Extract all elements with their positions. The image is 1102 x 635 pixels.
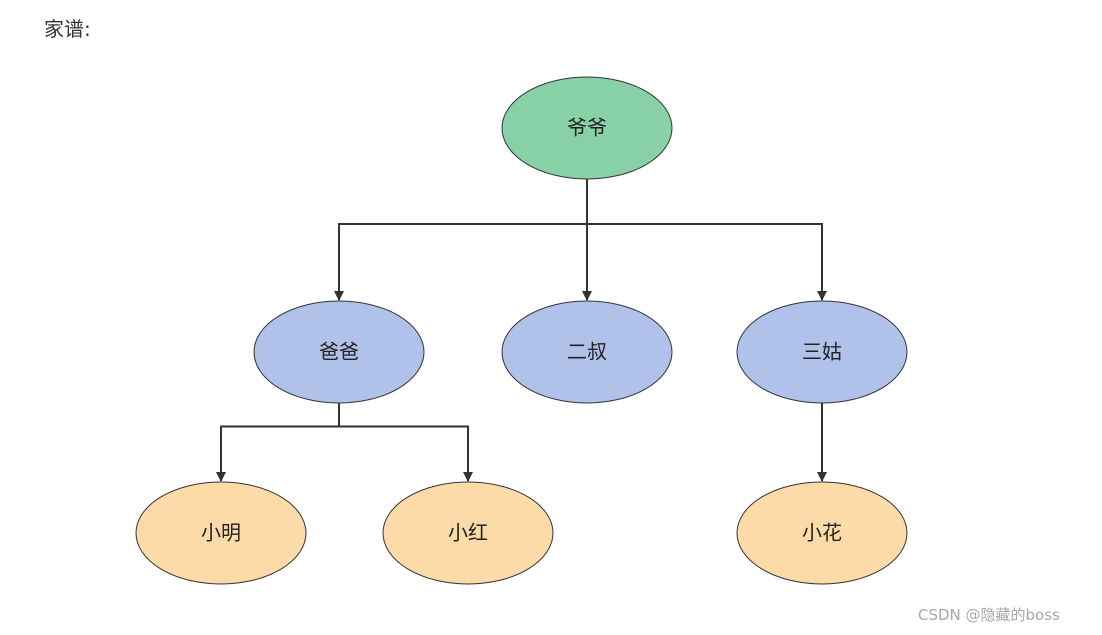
node-second-uncle: 二叔	[501, 300, 673, 404]
node-xiaohong-label: 小红	[448, 521, 488, 545]
node-second-uncle-label: 二叔	[567, 340, 607, 364]
node-third-aunt: 三姑	[736, 300, 908, 404]
connector-father-to-xiaohong	[338, 403, 473, 482]
node-father-label: 爸爸	[319, 340, 359, 364]
connector-grandfather-to-father	[334, 179, 588, 301]
connector-grandfather-to-third-aunt	[586, 179, 827, 301]
node-grandfather: 爷爷	[501, 76, 673, 180]
node-father-ellipse	[253, 300, 425, 404]
csdn-watermark: CSDN @隐藏的boss	[918, 606, 1060, 624]
node-xiaoming: 小明	[135, 481, 307, 585]
node-second-uncle-ellipse	[501, 300, 673, 404]
node-xiaohua-label: 小花	[802, 521, 842, 545]
page-heading: 家谱:	[44, 17, 91, 41]
node-xiaoming-ellipse	[135, 481, 307, 585]
node-third-aunt-label: 三姑	[802, 340, 842, 364]
node-father: 爸爸	[253, 300, 425, 404]
node-third-aunt-ellipse	[736, 300, 908, 404]
node-xiaohong-ellipse	[382, 481, 554, 585]
node-xiaohong: 小红	[382, 481, 554, 585]
node-xiaoming-label: 小明	[201, 521, 241, 545]
connectors-layer	[216, 179, 827, 482]
node-grandfather-ellipse	[501, 76, 673, 180]
node-xiaohua: 小花	[736, 481, 908, 585]
node-grandfather-label: 爷爷	[567, 116, 607, 140]
node-xiaohua-ellipse	[736, 481, 908, 585]
connector-father-to-xiaoming	[216, 403, 340, 482]
